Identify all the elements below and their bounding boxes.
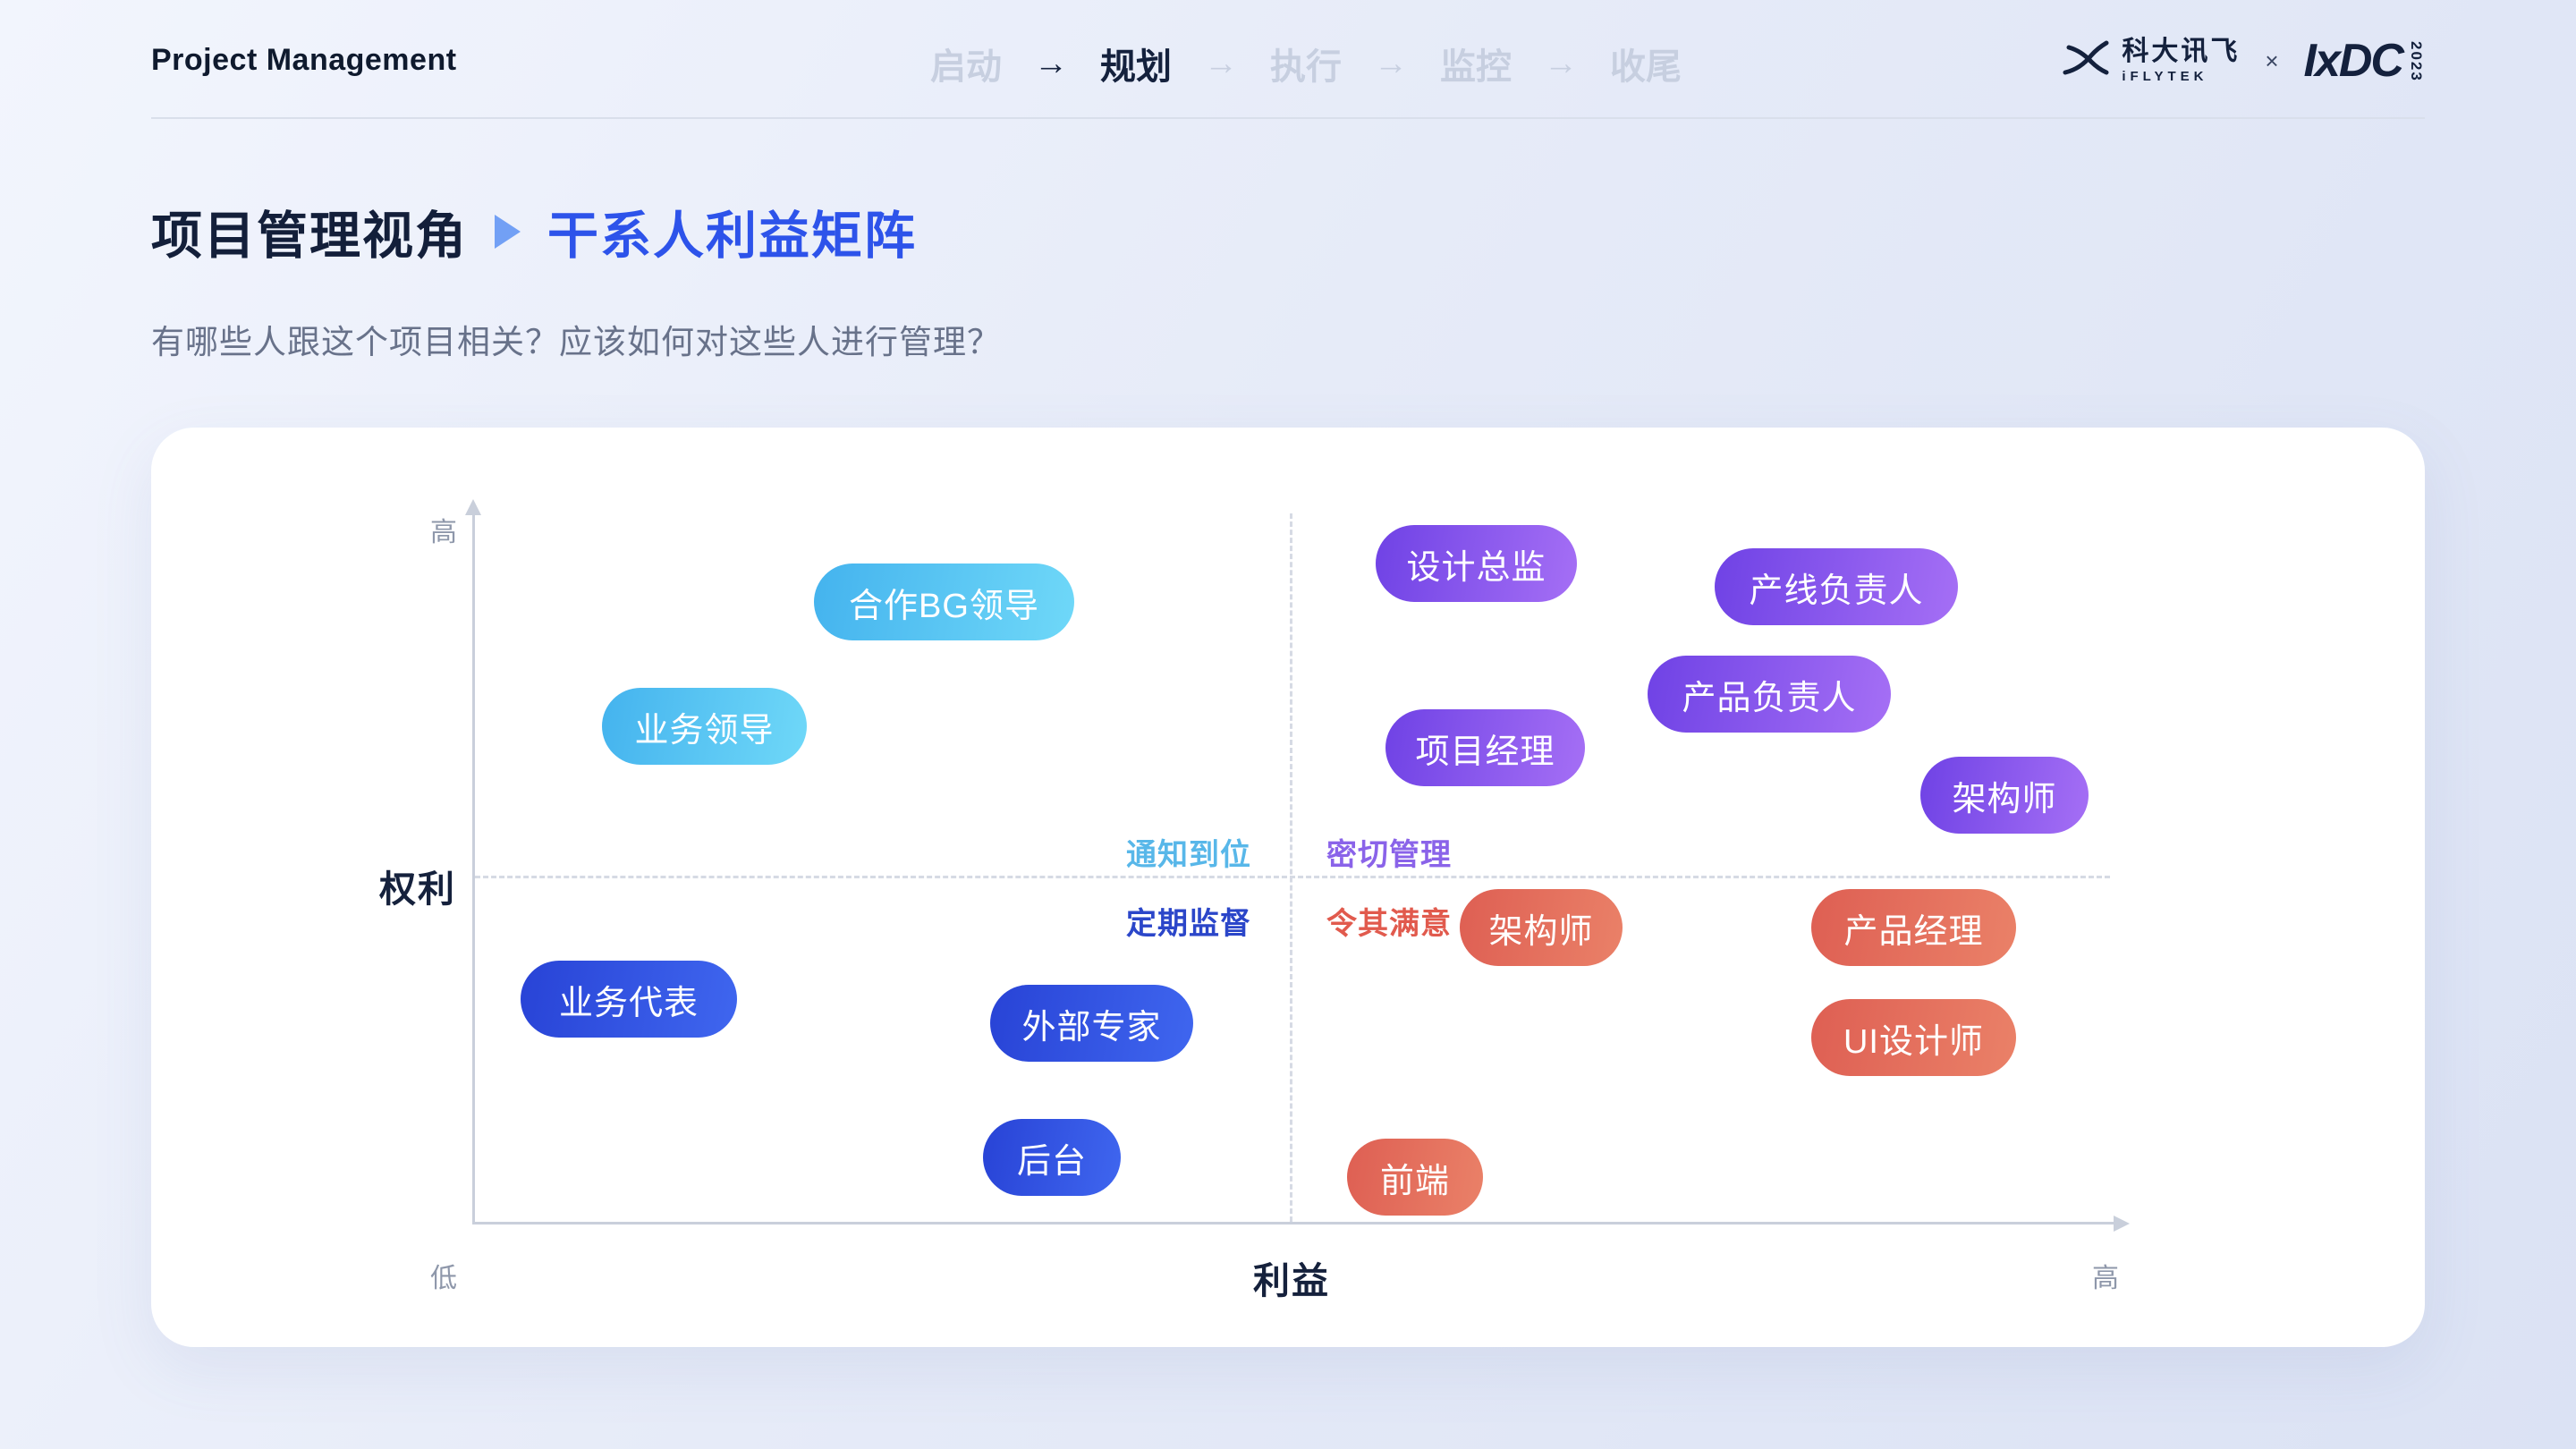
stakeholder-bubble: 后台	[983, 1119, 1121, 1196]
ixdc-logo: IxDC 2023	[2304, 34, 2425, 88]
vertical-divider-dashed	[1290, 513, 1292, 1222]
ixdc-year-text: 2023	[2408, 41, 2425, 82]
iflytek-swoosh-icon	[2063, 39, 2109, 83]
subtitle: 有哪些人跟这个项目相关？应该如何对这些人进行管理？	[151, 324, 1001, 360]
y-max-label: 高	[430, 518, 457, 547]
x-axis-title: 利益	[1253, 1260, 1330, 1301]
stakeholder-bubble: 架构师	[1460, 889, 1623, 966]
step-closing: 收尾	[1610, 47, 1682, 87]
stakeholder-bubble: UI设计师	[1811, 999, 2016, 1076]
stakeholder-bubble: 设计总监	[1376, 525, 1577, 602]
x-axis-arrow-icon	[2114, 1216, 2130, 1232]
quadrant-label-bottom-left: 定期监督	[1126, 907, 1251, 941]
quadrant-label-top-left: 通知到位	[1126, 838, 1251, 872]
y-axis-title: 权利	[379, 869, 456, 910]
title-section-text: 项目管理视角	[151, 208, 468, 265]
arrow-right-icon: →	[1204, 44, 1238, 82]
app-title: Project Management	[151, 43, 457, 77]
y-axis-arrow-icon	[465, 499, 481, 515]
arrow-right-icon: →	[1544, 44, 1578, 82]
quadrant-label-top-right: 密切管理	[1326, 838, 1452, 872]
header-divider	[151, 117, 2425, 119]
stakeholder-bubble: 架构师	[1920, 757, 2089, 834]
iflytek-logo: 科大讯飞 iFLYTEK	[2063, 38, 2240, 83]
stakeholder-bubble: 业务代表	[521, 961, 737, 1038]
step-planning: 规划	[1100, 47, 1172, 87]
arrow-right-icon: →	[1374, 44, 1408, 82]
iflytek-cn-text: 科大讯飞	[2122, 37, 2241, 66]
process-steps: 启动 → 规划 → 执行 → 监控 → 收尾	[930, 38, 1682, 89]
stakeholder-bubble: 项目经理	[1385, 709, 1585, 786]
x-max-label: 高	[2092, 1264, 2119, 1293]
iflytek-wordmark: 科大讯飞 iFLYTEK	[2122, 37, 2241, 84]
x-axis-line	[472, 1222, 2118, 1224]
arrow-right-icon: →	[1034, 44, 1068, 82]
iflytek-en-text: iFLYTEK	[2122, 69, 2208, 84]
brand-logos: 科大讯飞 iFLYTEK × IxDC 2023	[2063, 34, 2425, 88]
matrix-card: 高 低 高 权利 利益 通知到位 密切管理 定期监督 令其满意 合作BG领导 业…	[151, 428, 2425, 1347]
play-triangle-icon	[495, 215, 521, 249]
step-execution: 执行	[1270, 47, 1342, 87]
title-page-text: 干系人利益矩阵	[547, 208, 917, 265]
origin-label: 低	[430, 1264, 457, 1293]
brand-separator: ×	[2265, 47, 2279, 74]
step-monitoring: 监控	[1440, 47, 1512, 87]
stakeholder-bubble: 前端	[1347, 1139, 1483, 1216]
stakeholder-bubble: 外部专家	[990, 985, 1193, 1062]
horizontal-divider-dashed	[475, 876, 2110, 878]
stakeholder-bubble: 产品负责人	[1648, 656, 1891, 733]
ixdc-wordmark: IxDC	[2303, 35, 2404, 87]
stakeholder-bubble: 产线负责人	[1715, 548, 1958, 625]
y-axis-line	[472, 513, 475, 1224]
page-title: 项目管理视角 干系人利益矩阵	[151, 195, 917, 268]
step-initiation: 启动	[930, 47, 1002, 87]
stakeholder-bubble: 合作BG领导	[814, 564, 1074, 640]
stakeholder-bubble: 产品经理	[1811, 889, 2016, 966]
stakeholder-bubble: 业务领导	[602, 688, 807, 765]
quadrant-label-bottom-right: 令其满意	[1326, 907, 1452, 941]
